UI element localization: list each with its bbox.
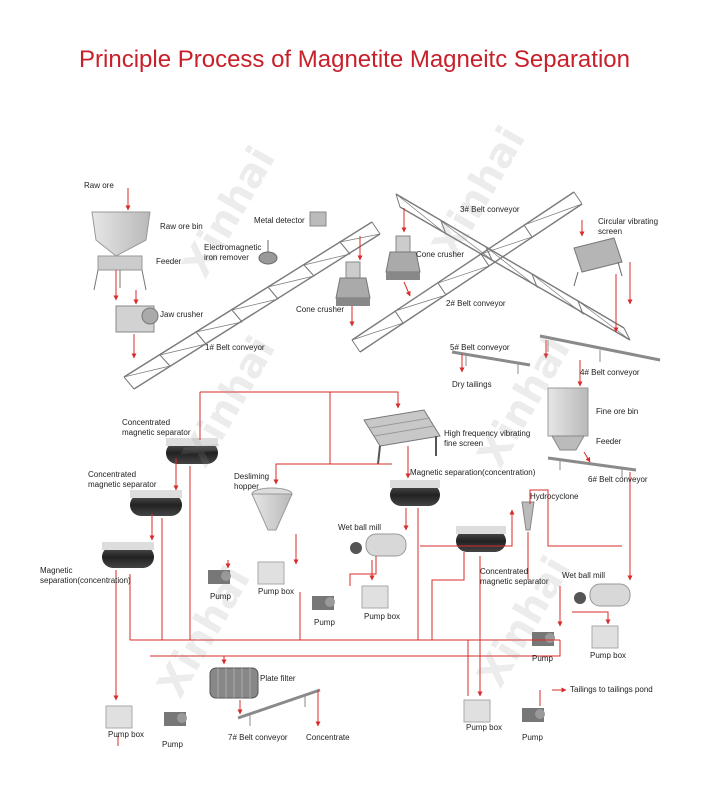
diagram-title: Principle Process of Magnetite Magneitc … xyxy=(79,46,630,73)
label-belt-conveyor-5: 5# Belt conveyor xyxy=(450,343,510,352)
belt-conveyor-4 xyxy=(539,334,661,362)
label-pump-box-3: Pump box xyxy=(590,651,627,660)
label-pump-4: Pump xyxy=(162,740,183,749)
magnetic-separator-2 xyxy=(130,490,182,516)
belt-conveyor-5 xyxy=(451,350,531,374)
label-conc-sep-3b: magnetic separator xyxy=(480,577,549,586)
pump-box-3 xyxy=(591,625,619,649)
label-fine-ore-bin: Fine ore bin xyxy=(596,407,639,416)
label-pump-3: Pump xyxy=(532,654,553,663)
pump-box-4 xyxy=(105,705,133,729)
label-tailings-pond: Tailings to tailings pond xyxy=(570,685,653,694)
magnetic-separator-3 xyxy=(102,542,154,568)
label-desliming-1: Desliming xyxy=(234,472,270,481)
label-iron-remover-2: iron remover xyxy=(204,253,249,262)
label-wet-ball-mill-2: Wet ball mill xyxy=(562,571,605,580)
pump-5 xyxy=(522,708,545,722)
label-jaw-crusher: Jaw crusher xyxy=(160,310,204,319)
label-feeder-2: Feeder xyxy=(596,437,622,446)
fine-ore-bin xyxy=(547,387,589,451)
belt-conveyor-1 xyxy=(123,221,381,390)
hydrocyclone xyxy=(521,501,535,531)
label-mag-sep-left-2: separation(concentration) xyxy=(40,576,131,585)
magnetic-separator-right xyxy=(456,526,506,552)
label-pump-5: Pump xyxy=(522,733,543,742)
label-circular-screen-1: Circular vibrating xyxy=(598,217,659,226)
label-hf-screen-2: fine screen xyxy=(444,439,484,448)
belt-conveyor-6 xyxy=(547,456,637,478)
belt-conveyor-3 xyxy=(395,193,631,341)
pump-box-1 xyxy=(257,561,285,585)
label-mag-sep-mid: Magnetic separation(concentration) xyxy=(410,468,536,477)
circular-vibrating-screen xyxy=(573,237,623,287)
desliming-hopper xyxy=(251,487,293,531)
label-conc-sep-2b: magnetic separator xyxy=(88,480,157,489)
wet-ball-mill-1 xyxy=(350,533,407,557)
jaw-crusher xyxy=(115,305,159,333)
label-belt-conveyor-6: 6# Belt conveyor xyxy=(588,475,648,484)
label-conc-sep-1b: magnetic separator xyxy=(122,428,191,437)
label-feeder-1: Feeder xyxy=(156,257,182,266)
electromagnetic-iron-remover xyxy=(258,240,278,265)
flow-lines xyxy=(113,188,633,746)
label-cone-crusher-1: Cone crusher xyxy=(296,305,345,314)
label-pump-1: Pump xyxy=(210,592,231,601)
pump-4 xyxy=(164,712,187,726)
label-conc-sep-1a: Concentrated xyxy=(122,418,171,427)
wet-ball-mill-2 xyxy=(574,583,631,607)
label-metal-detector: Metal detector xyxy=(254,216,305,225)
label-plate-filter: Plate filter xyxy=(260,674,296,683)
magnetic-separator-1 xyxy=(166,438,218,464)
cone-crusher-2 xyxy=(385,235,421,280)
plate-filter xyxy=(209,667,259,699)
belt-conveyor-2 xyxy=(351,191,583,353)
label-mag-sep-left-1: Magnetic xyxy=(40,566,73,575)
label-belt-conveyor-7: 7# Belt conveyor xyxy=(228,733,288,742)
label-conc-sep-2a: Concentrated xyxy=(88,470,137,479)
label-raw-ore: Raw ore xyxy=(84,181,114,190)
belt-conveyor-7 xyxy=(237,688,321,726)
label-hf-screen-1: High frequency vibrating xyxy=(444,429,531,438)
label-raw-ore-bin: Raw ore bin xyxy=(160,222,203,231)
magnetic-separator-mid xyxy=(390,480,440,506)
label-concentrate: Concentrate xyxy=(306,733,350,742)
cone-crusher-1 xyxy=(335,261,371,306)
label-hydrocyclone: Hydrocyclone xyxy=(530,492,579,501)
label-pump-2: Pump xyxy=(314,618,335,627)
pump-box-5 xyxy=(463,699,491,723)
label-wet-ball-mill-1: Wet ball mill xyxy=(338,523,381,532)
pump-2 xyxy=(312,596,335,610)
label-pump-box-4: Pump box xyxy=(108,730,145,739)
label-pump-box-2: Pump box xyxy=(364,612,401,621)
label-belt-conveyor-1: 1# Belt conveyor xyxy=(205,343,265,352)
label-dry-tailings: Dry tailings xyxy=(452,380,492,389)
label-circular-screen-2: screen xyxy=(598,227,623,236)
label-belt-conveyor-2: 2# Belt conveyor xyxy=(446,299,506,308)
label-cone-crusher-2: Cone crusher xyxy=(416,250,465,259)
pump-box-2 xyxy=(361,585,389,609)
pump-1 xyxy=(208,570,231,584)
label-conc-sep-3a: Concentrated xyxy=(480,567,529,576)
label-desliming-2: hopper xyxy=(234,482,259,491)
label-pump-box-1: Pump box xyxy=(258,587,295,596)
raw-ore-bin xyxy=(91,211,151,291)
label-belt-conveyor-3: 3# Belt conveyor xyxy=(460,205,520,214)
label-belt-conveyor-4: 4# Belt conveyor xyxy=(580,368,640,377)
hf-vibrating-screen xyxy=(363,409,441,465)
label-iron-remover-1: Electromagnetic xyxy=(204,243,262,252)
metal-detector xyxy=(309,211,327,227)
label-pump-box-5: Pump box xyxy=(466,723,503,732)
